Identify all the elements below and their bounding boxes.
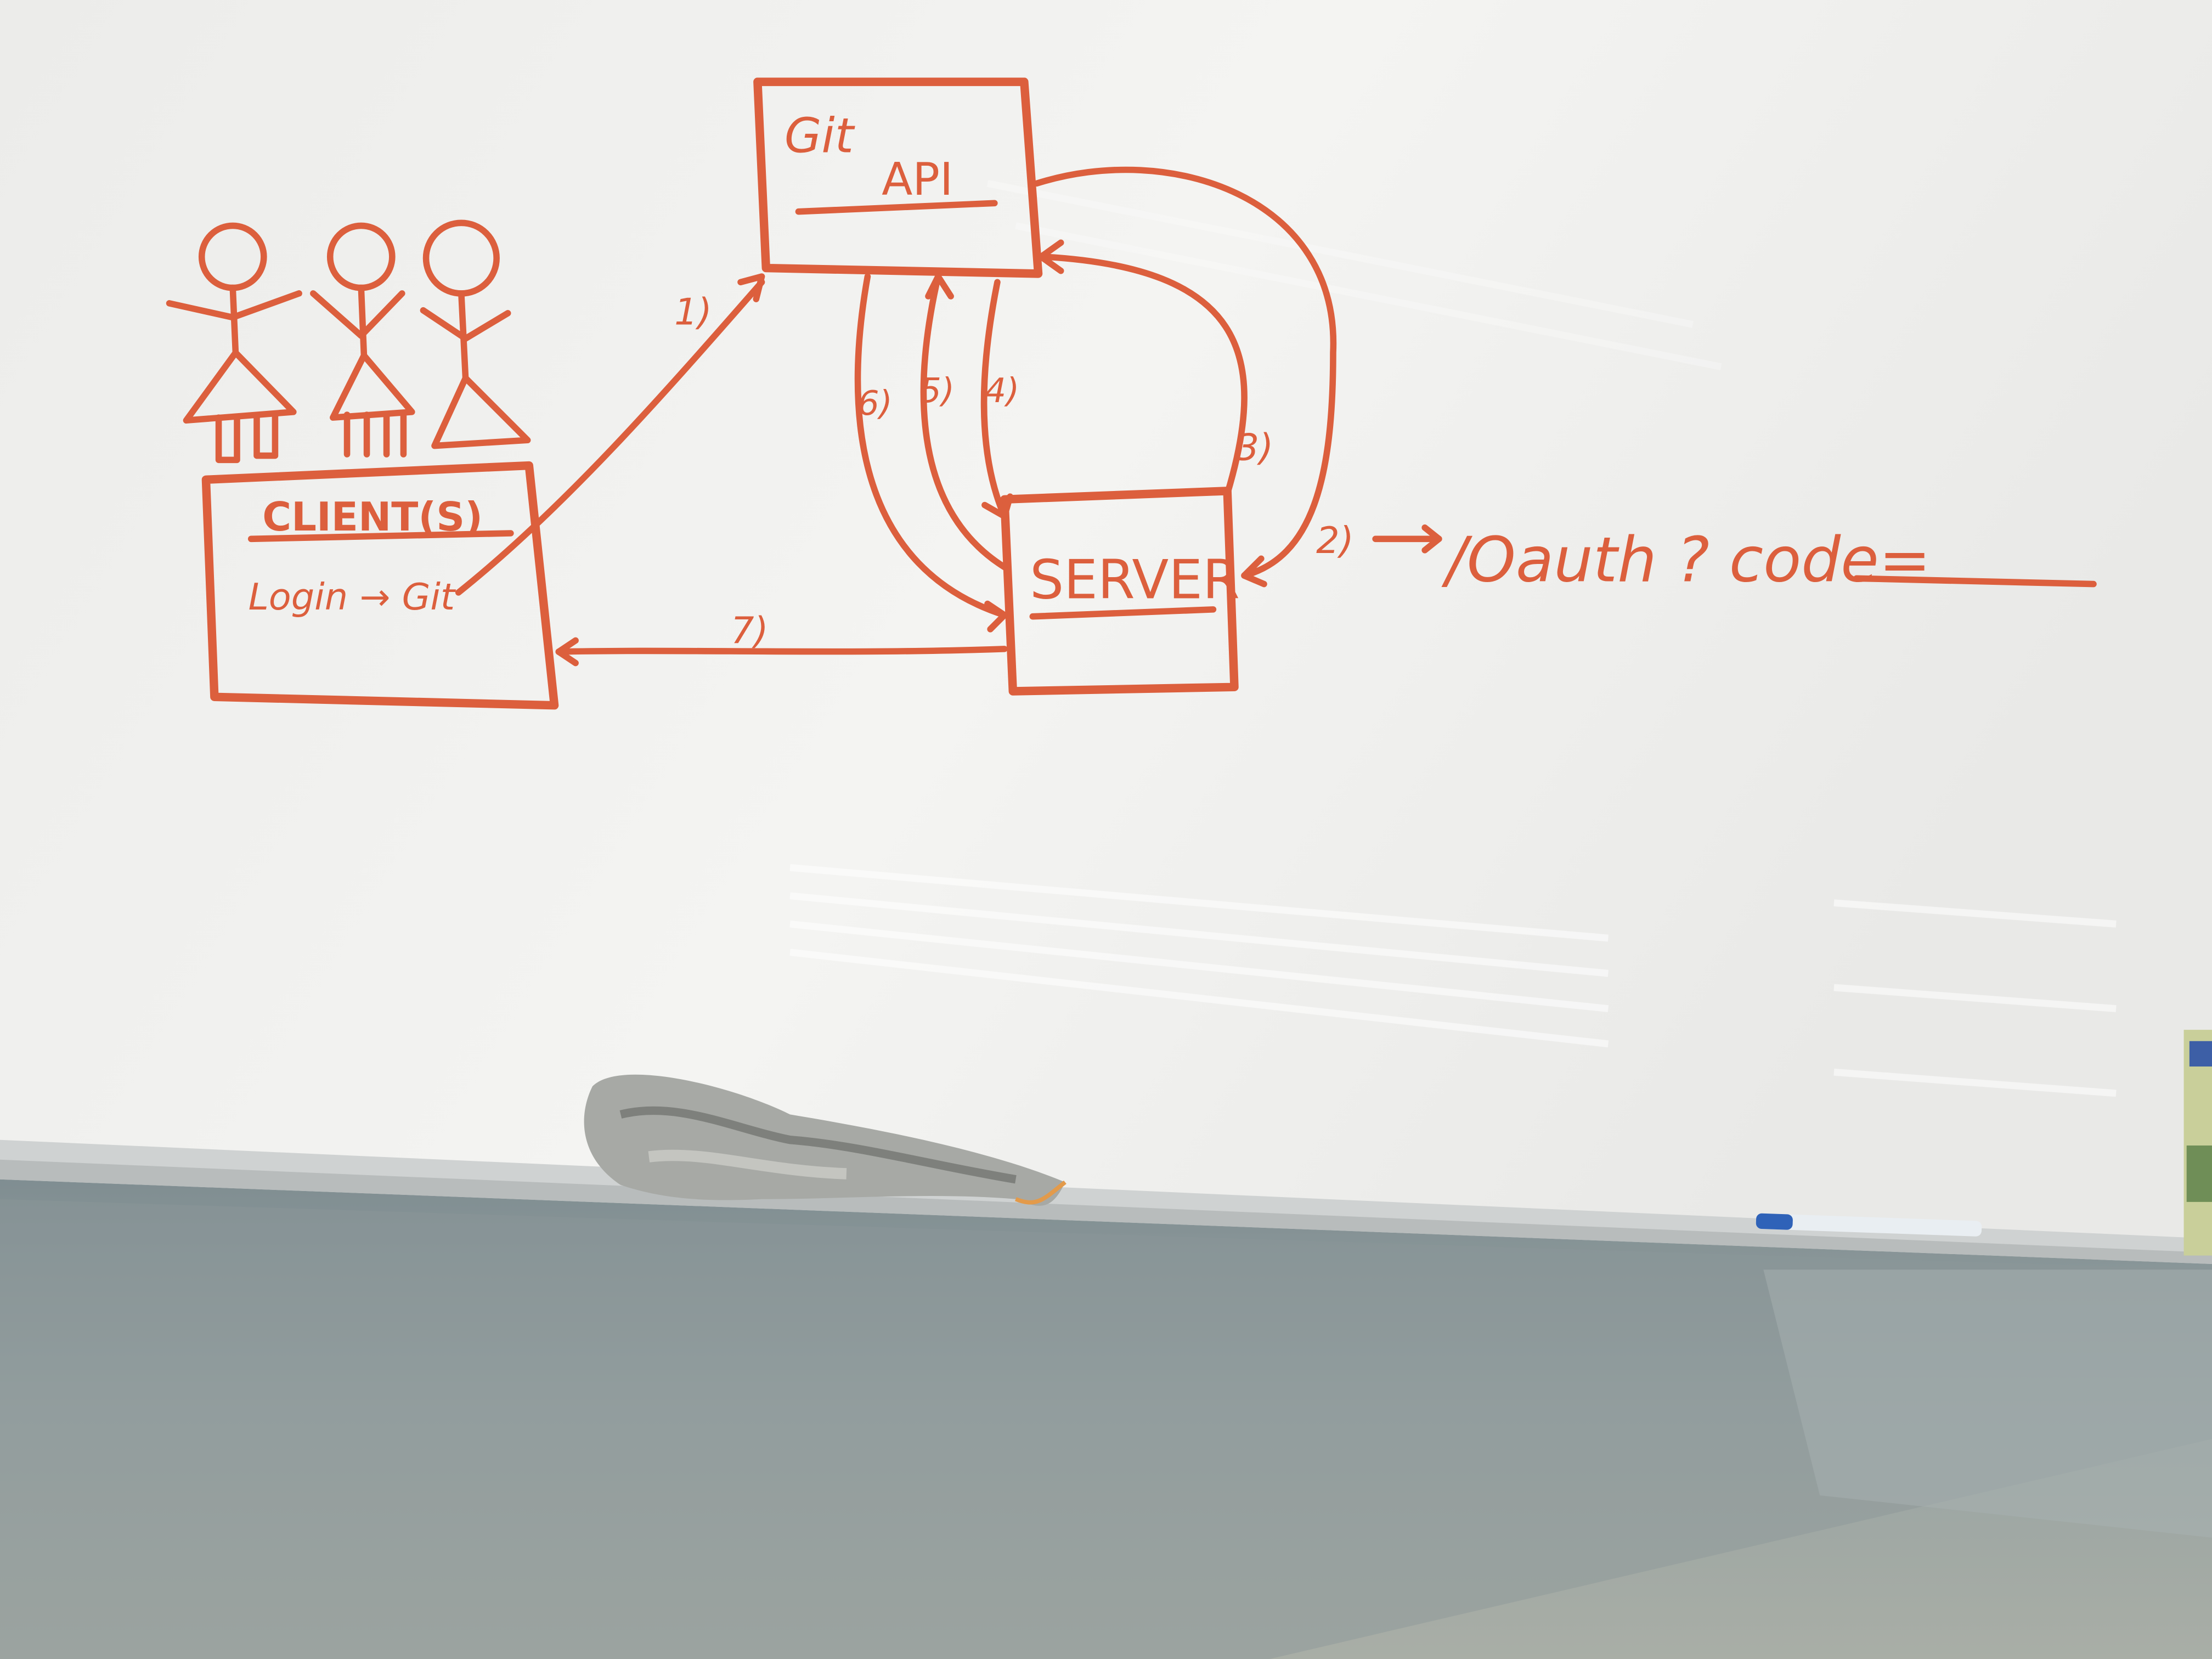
step-5: 5) <box>920 371 955 410</box>
glare <box>789 179 2117 1097</box>
arrow-5 <box>920 273 1008 571</box>
oauth-callback: /Oauth ? code= <box>1441 523 1931 596</box>
step-1: 1) <box>674 290 712 333</box>
arrow-7 <box>555 646 1008 655</box>
arrow-6 <box>854 273 1008 618</box>
server-box <box>1000 487 1239 696</box>
flow-arrows <box>455 166 2097 667</box>
step-4: 4) <box>985 371 1019 410</box>
blue-marker <box>1756 1213 1982 1237</box>
step-7: 7) <box>731 610 769 652</box>
handwriting: Git API CLIENT(S) Login → Git SERVER 1) … <box>249 108 1931 652</box>
arrow-4 <box>980 279 1008 520</box>
wall-light <box>1763 1269 2212 1538</box>
eraser-cloth <box>584 1074 1066 1206</box>
login-label: Login → Git <box>249 575 456 618</box>
step-2: 2) <box>1316 519 1354 562</box>
marker-tray-edge <box>0 1159 2212 1264</box>
arrow-1 <box>455 279 765 596</box>
step-3: 3) <box>1236 426 1274 469</box>
git-label: Git <box>785 108 855 164</box>
server-title: SERVER <box>1030 549 1240 611</box>
code-blank-line <box>1853 575 2097 588</box>
client-title: CLIENT(S) <box>262 494 483 540</box>
git-api-box <box>753 77 1043 278</box>
api-label: API <box>882 154 953 206</box>
stick-figures <box>166 219 531 464</box>
arrow-3 <box>1041 253 1248 497</box>
step-6: 6) <box>857 383 892 423</box>
cleaner-bottle <box>2183 1030 2212 1256</box>
whiteboard-surface <box>0 0 2212 1242</box>
arrow-2 <box>1034 166 1337 579</box>
client-box <box>201 461 559 710</box>
wall-shadow <box>0 1199 2212 1659</box>
